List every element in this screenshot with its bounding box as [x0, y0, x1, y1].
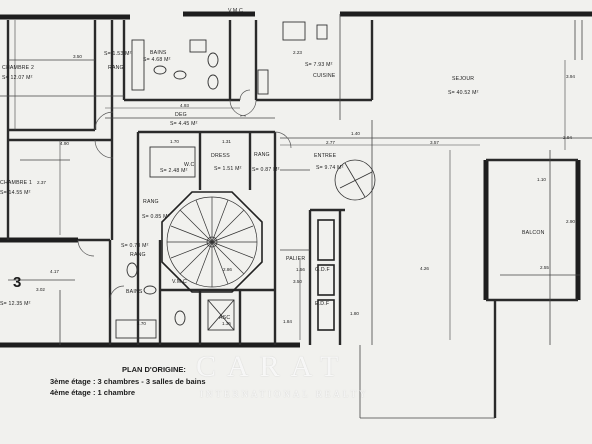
dim-label: 4.17 [50, 269, 59, 274]
room-rang-2: RANG [254, 152, 270, 158]
caption-title: PLAN D'ORIGINE: [122, 365, 186, 374]
room-entree: ENTREE [314, 153, 337, 159]
room-rang-4: RANG [130, 252, 146, 258]
room-rang-2-area: S= 0.87 m² [252, 167, 280, 173]
dim-label: 3.02 [36, 287, 45, 292]
room-balcon: BALCON [522, 230, 545, 236]
caption-line-2: 4ème étage : 1 chambre [50, 388, 136, 398]
dim-label: 4.26 [420, 266, 429, 271]
dim-label: 2.77 [326, 140, 335, 145]
dim-label: 2.23 [293, 50, 302, 55]
dim-label: 1.70 [137, 321, 146, 326]
room-bains-2-area: S= 2.48 m² [160, 168, 188, 174]
room-bains-3: BAINS [126, 289, 143, 295]
dim-label: 4.93 [180, 103, 189, 108]
room-palier: PALIER [286, 256, 306, 262]
dim-label: 1.80 [350, 311, 359, 316]
room-chambre-2: CHAMBRE 2 [2, 65, 35, 71]
dim-label: 3.94 [566, 74, 575, 79]
caption-line-1: 3ème étage : 3 chambres - 3 salles de ba… [50, 376, 206, 386]
room-dress: DRESS [211, 153, 230, 159]
room-asc: ASC [219, 315, 231, 321]
room-rang-3-area: S= 0.85 m² [142, 214, 170, 220]
dim-label: 1.56 [296, 267, 305, 272]
room-deg: DEG [175, 112, 187, 118]
dim-label: 1.35 [222, 321, 231, 326]
dim-label: 3.50 [293, 279, 302, 284]
watermark-brand: CARAT [196, 350, 350, 383]
room-sejour: SEJOUR [452, 76, 475, 82]
room-chambre-3-area: S= 12.35 m² [0, 301, 31, 307]
dim-label: 1.31 [222, 139, 231, 144]
room-vmc-mid: V.M.C [172, 279, 187, 285]
room-chambre-1-area: S= 14.55 m² [0, 190, 31, 196]
dim-label: 2.90 [566, 219, 575, 224]
dim-label: 1.40 [351, 131, 360, 136]
room-vmc-top: V.M.C [228, 8, 243, 14]
dim-label: 1.84 [283, 319, 292, 324]
room-cuisine: CUISINE [313, 73, 336, 79]
room-sejour-area: S= 40.52 m² [448, 90, 479, 96]
room-rang-4-area: S= 0.78 m² [121, 243, 149, 249]
room-edf: E.D.F [315, 301, 330, 307]
room-bains: BAINS [150, 50, 167, 56]
room-rang-1: RANG [108, 65, 124, 71]
dim-label: 2.94 [563, 135, 572, 140]
room-wc: W.C [184, 162, 195, 168]
dim-label: 1.10 [537, 177, 546, 182]
dim-label: 4.90 [60, 141, 69, 146]
watermark-tagline: INTERNATIONAL REALTY [200, 389, 369, 399]
dim-label: 2.55 [540, 265, 549, 270]
plan-caption: PLAN D'ORIGINE: 3ème étage : 3 chambres … [50, 364, 206, 399]
room-rang-1-area: S= 1.53 m² [104, 51, 132, 57]
room-gdf: G.D.F [315, 267, 330, 273]
room-dress-area: S= 1.51 m² [214, 166, 242, 172]
room-entree-area: S= 9.74 m² [316, 165, 344, 171]
room-cuisine-area: S= 7.93 m² [305, 62, 333, 68]
dim-label: 3.57 [430, 140, 439, 145]
room-deg-area: S= 4.45 m² [170, 121, 198, 127]
room-chambre-1: CHAMBRE 1 [0, 180, 33, 186]
dim-label: 2.86 [223, 267, 232, 272]
room-bains-area: S= 4.68 m² [143, 57, 171, 63]
floor-number: 3 [13, 274, 22, 291]
room-rang-3: RANG [143, 199, 159, 205]
room-chambre-2-area: S= 12.07 m² [2, 75, 33, 81]
dim-label: 1.70 [170, 139, 179, 144]
dim-label: 2.37 [37, 180, 46, 185]
dim-label: 3.50 [73, 54, 82, 59]
